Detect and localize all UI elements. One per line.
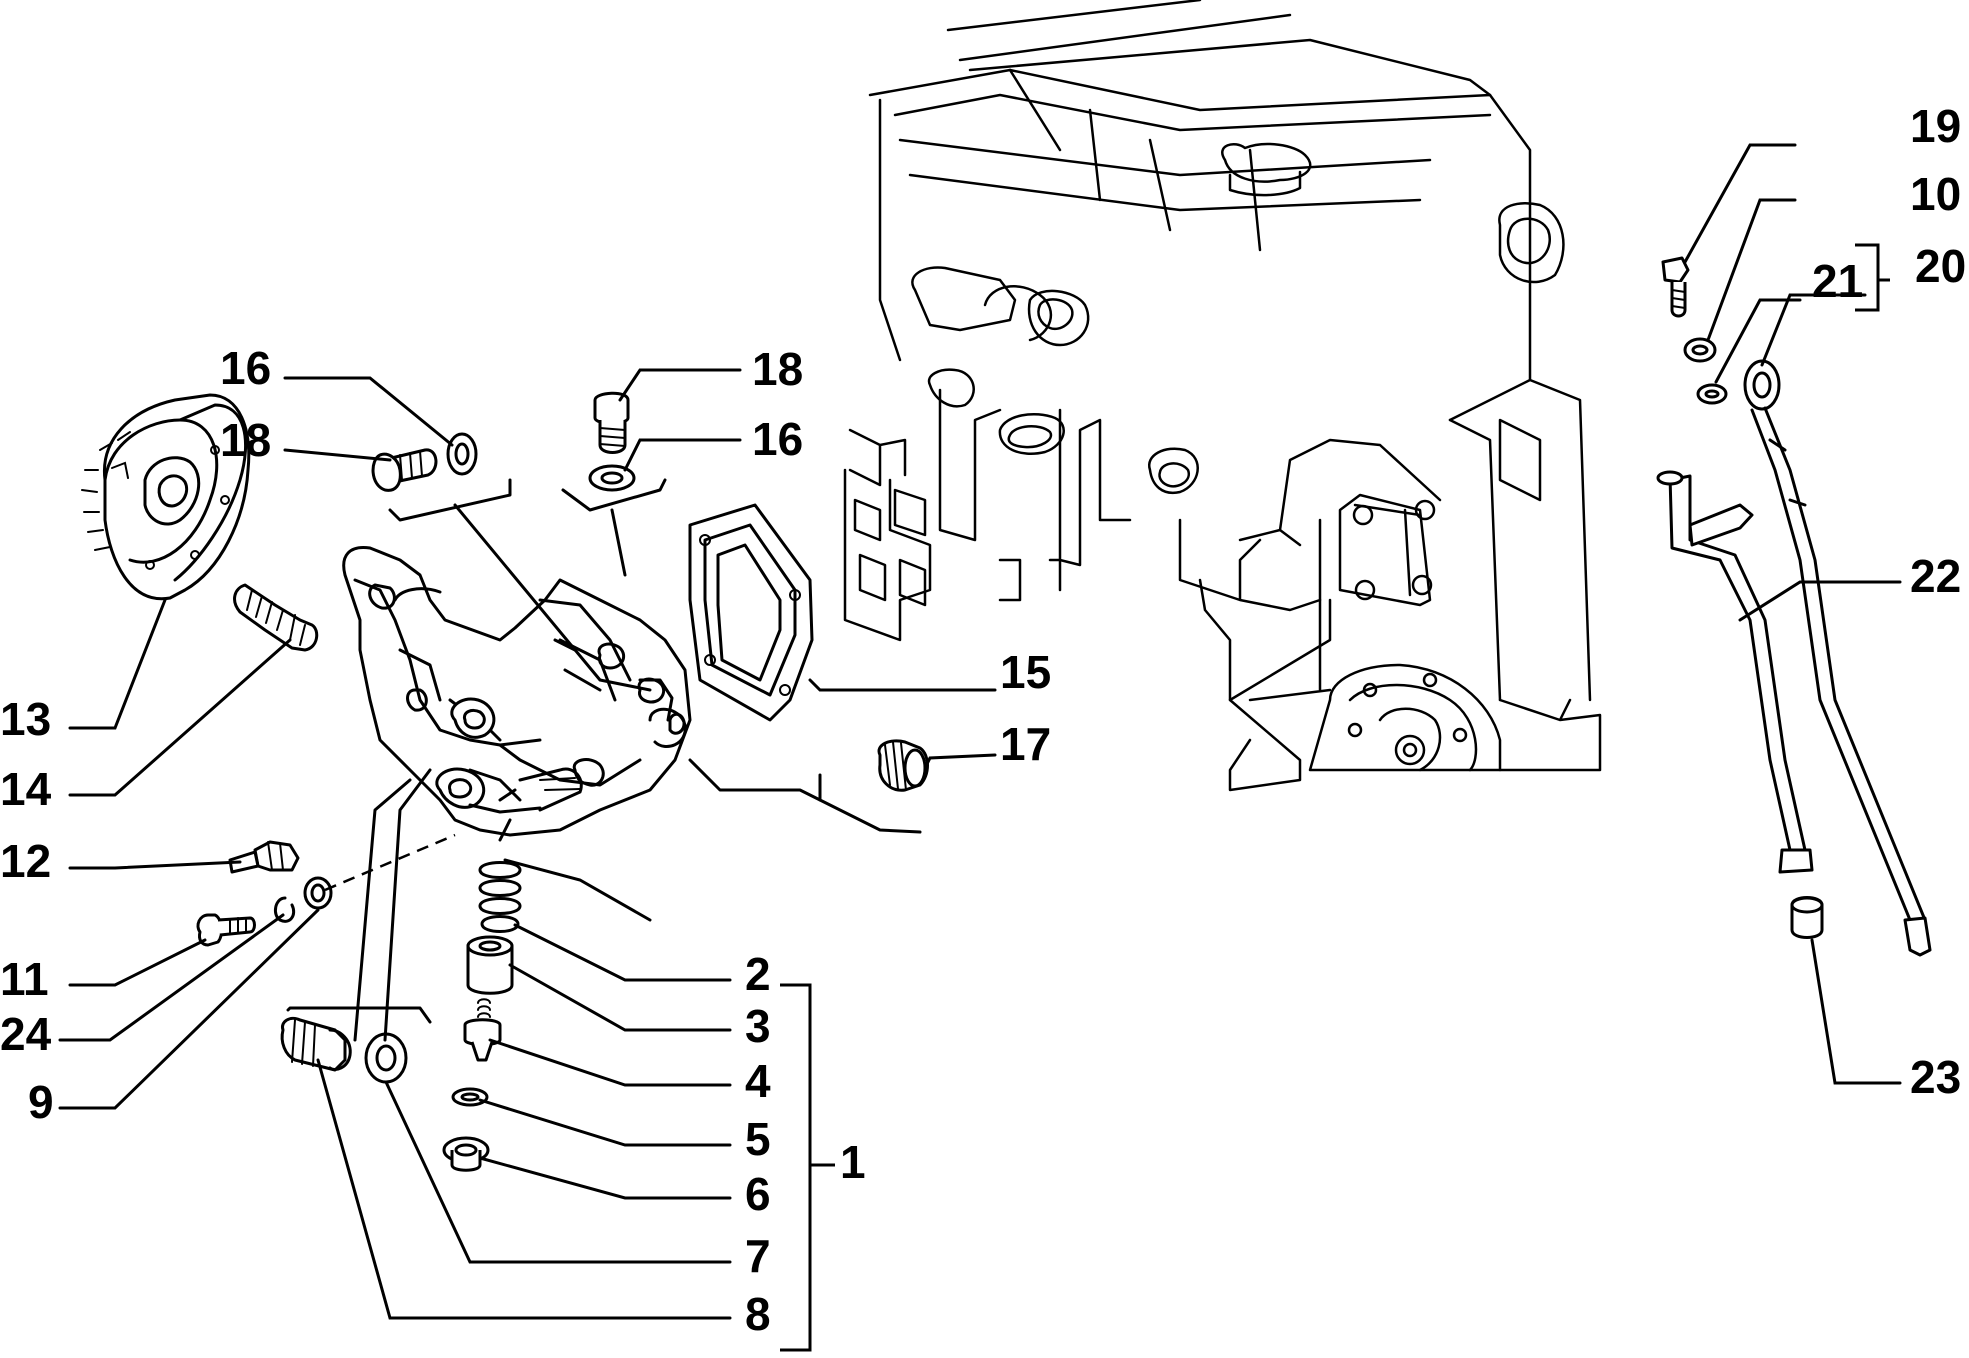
callout-16-upper-left: 16 <box>220 342 271 394</box>
callout-21: 21 <box>1812 255 1863 307</box>
plug-18-centre <box>593 391 630 454</box>
nut-10 <box>1683 337 1717 363</box>
callout-16-upper-centre: 16 <box>752 413 803 465</box>
leader-lines <box>58 143 1902 1320</box>
callout-7: 7 <box>745 1230 771 1282</box>
washer-16-left <box>446 432 478 476</box>
callout-1: 1 <box>840 1136 866 1188</box>
assembly-axis-line <box>324 833 456 892</box>
callout-5: 5 <box>745 1113 771 1165</box>
callout-18-upper-left: 18 <box>220 414 271 466</box>
washer-16-centre <box>588 464 636 492</box>
callout-18-upper-centre: 18 <box>752 343 803 395</box>
plug-6 <box>442 1136 490 1172</box>
callout-6: 6 <box>745 1168 771 1220</box>
gasket-15 <box>688 503 814 722</box>
washer-21 <box>1696 383 1728 405</box>
callout-9: 9 <box>28 1076 54 1128</box>
callout-19: 19 <box>1910 100 1961 152</box>
sensor-12 <box>228 840 300 874</box>
callout-numbers: 16 18 18 16 13 14 15 17 12 11 24 9 2 3 4… <box>0 100 1966 1340</box>
clip-24 <box>273 896 296 923</box>
callout-3: 3 <box>745 1000 771 1052</box>
fitting-14 <box>233 583 319 652</box>
fitting-8 <box>280 1016 352 1072</box>
dipstick-20 <box>1743 359 1932 957</box>
washer-7 <box>364 1032 408 1084</box>
callout-11: 11 <box>0 953 49 1005</box>
piston-3 <box>466 935 514 995</box>
explosion-guide-lines <box>286 478 922 1042</box>
guide-tube-22 <box>1656 470 1814 874</box>
callout-15: 15 <box>1000 646 1051 698</box>
washer-5 <box>451 1087 489 1107</box>
callout-10: 10 <box>1910 168 1961 220</box>
bolt-11 <box>196 913 256 947</box>
valve-4 <box>463 998 502 1062</box>
bracket-20 <box>1855 243 1890 312</box>
callout-24: 24 <box>0 1008 52 1060</box>
engine-block <box>843 0 1602 792</box>
callout-23: 23 <box>1910 1051 1961 1103</box>
callout-22: 22 <box>1910 550 1961 602</box>
plug-18-left <box>371 448 438 492</box>
bolt-19 <box>1661 256 1690 318</box>
callout-4: 4 <box>745 1055 771 1107</box>
bracket-1 <box>780 983 835 1352</box>
callout-2: 2 <box>745 948 771 1000</box>
oil-filter-13 <box>81 393 251 601</box>
seal-23 <box>1790 896 1824 939</box>
callout-20: 20 <box>1915 240 1966 292</box>
spring-2 <box>478 861 522 933</box>
washer-9 <box>303 876 333 910</box>
callout-17: 17 <box>1000 718 1051 770</box>
plug-17 <box>877 739 929 792</box>
callout-12: 12 <box>0 835 51 887</box>
callout-13: 13 <box>0 693 51 745</box>
callout-8: 8 <box>745 1288 771 1340</box>
callout-14: 14 <box>0 763 52 815</box>
brackets <box>780 243 1890 1352</box>
